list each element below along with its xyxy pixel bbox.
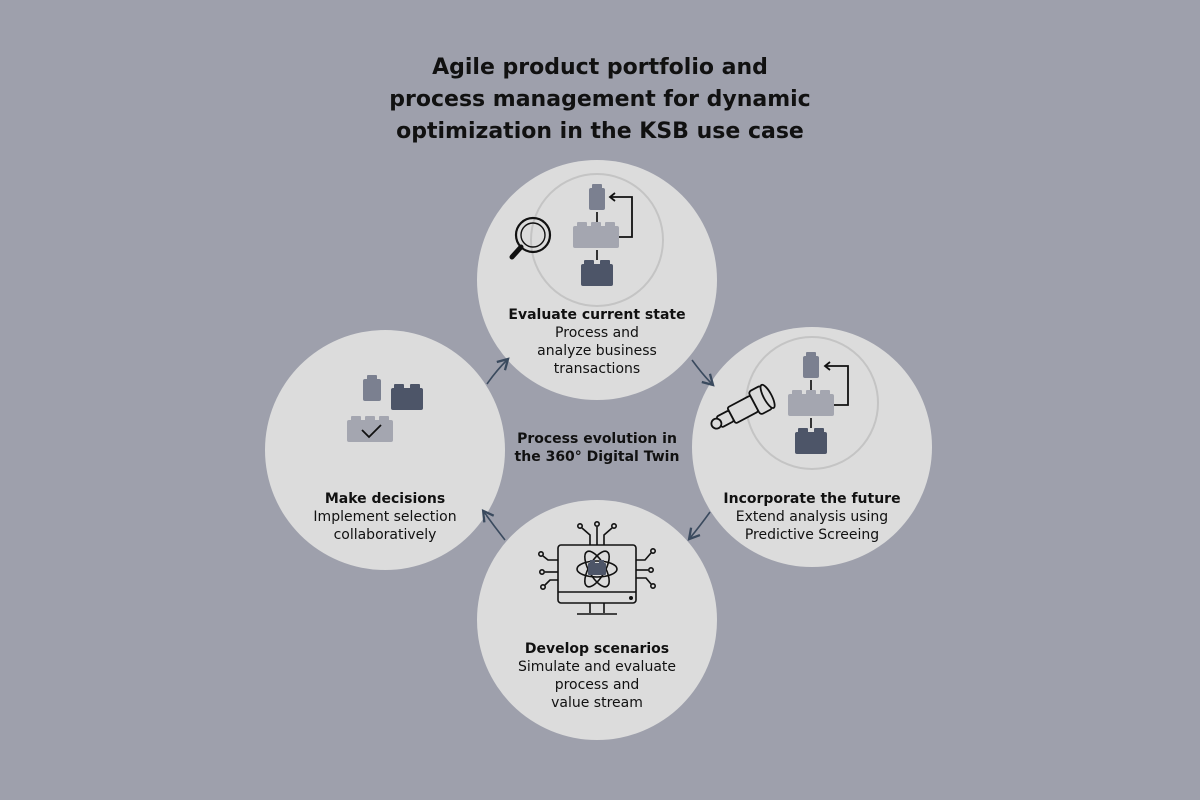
step-circle-develop [477, 500, 717, 740]
step-heading: Evaluate current state [508, 307, 686, 323]
step-line: Predictive Screeing [744, 527, 880, 543]
step-heading: Incorporate the future [723, 491, 901, 507]
title-line-2: process management for dynamic [389, 87, 811, 112]
step-line: analyze business [537, 343, 657, 359]
step-heading: Make decisions [324, 491, 446, 507]
step-develop: Develop scenarios Simulate and evaluate … [487, 640, 707, 712]
arrow-incorporate-to-develop [687, 511, 711, 541]
step-circle-decisions [265, 330, 505, 570]
step-heading: Develop scenarios [524, 641, 670, 657]
center-line-1: Process evolution in [517, 431, 677, 447]
center-line-2: the 360° Digital Twin [514, 449, 680, 465]
arrow-evaluate-to-incorporate [691, 359, 715, 387]
title-line-1: Agile product portfolio and [432, 55, 768, 80]
monitor-circuit-icon [537, 520, 656, 615]
step-line: Extend analysis using [735, 509, 889, 525]
step-line: Process and [555, 325, 639, 341]
step-line: collaboratively [333, 527, 437, 543]
step-line: Simulate and evaluate [517, 659, 677, 675]
title-line-3: optimization in the KSB use case [396, 119, 804, 144]
step-decisions: Make decisions Implement selection colla… [285, 490, 485, 544]
blocks-check-icon [347, 375, 423, 442]
center-label: Process evolution in the 360° Digital Tw… [497, 430, 697, 466]
step-evaluate: Evaluate current state Process and analy… [497, 306, 697, 378]
step-line: value stream [551, 695, 643, 711]
arrow-develop-to-decisions [481, 508, 506, 541]
diagram-title: Agile product portfolio and process mana… [0, 52, 1200, 148]
step-incorporate: Incorporate the future Extend analysis u… [702, 490, 922, 544]
step-line: Implement selection [313, 509, 457, 525]
step-line: process and [554, 677, 640, 693]
step-line: transactions [553, 361, 641, 377]
magnifier-blocks-icon [509, 173, 664, 307]
telescope-blocks-icon [710, 336, 879, 470]
arrow-decisions-to-evaluate [486, 357, 510, 385]
